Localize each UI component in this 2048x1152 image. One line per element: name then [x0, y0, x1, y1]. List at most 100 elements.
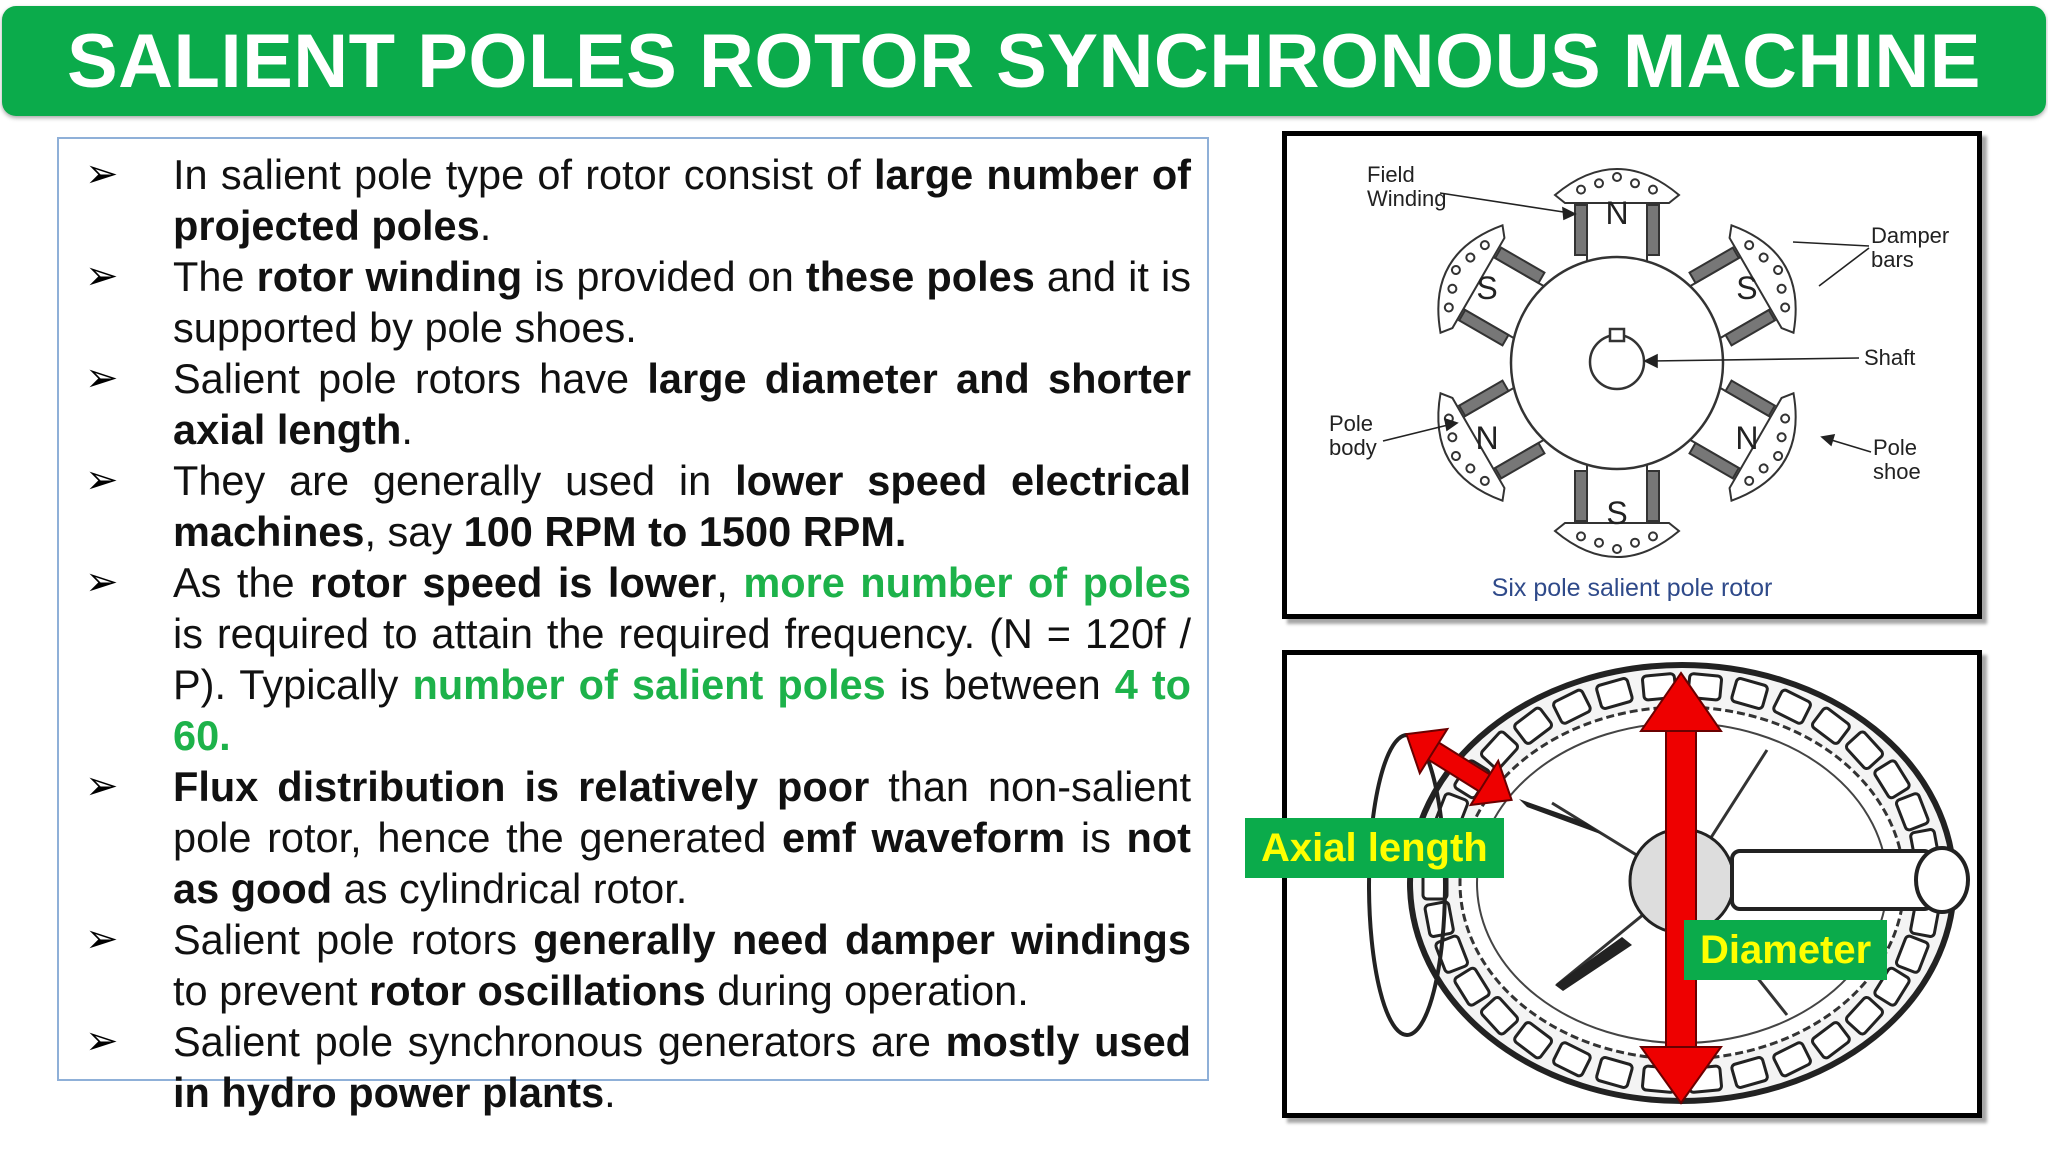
bullet-arrow-icon: ➢: [85, 763, 119, 809]
page-title: SALIENT POLES ROTOR SYNCHRONOUS MACHINE: [66, 18, 1981, 104]
bullet-text-run: ,: [716, 559, 744, 606]
bullet-text-run: .: [604, 1069, 616, 1116]
diagram-caption: Six pole salient pole rotor: [1492, 574, 1773, 602]
damper-leader-1: [1792, 241, 1870, 247]
bullet-text-run: The: [173, 253, 257, 300]
pole-body-label-2: body: [1329, 435, 1377, 460]
salient-pole: [1437, 223, 1547, 347]
pole-shoe-arrowhead: [1820, 433, 1836, 447]
bullet-arrow-icon: ➢: [85, 457, 119, 503]
rim-pole-segment: [1811, 1021, 1851, 1060]
bullet-text-run: is required to attain the required frequ…: [173, 610, 1191, 708]
bullet-arrow-icon: ➢: [85, 151, 119, 197]
rim-pole-segment: [1480, 730, 1519, 771]
pole-letter: N: [1605, 195, 1628, 231]
bullet-text-run: rotor winding: [256, 253, 523, 300]
bullet-arrow-icon: ➢: [85, 355, 119, 401]
pole-shoe-label-2: shoe: [1873, 459, 1921, 484]
rim-pole-segment: [1845, 730, 1884, 771]
pole-letter: N: [1735, 420, 1758, 456]
pole-letter: S: [1476, 270, 1497, 306]
bullet-text-run: during operation.: [705, 967, 1029, 1014]
salient-pole: [1553, 168, 1681, 264]
bullet-item: ➢As the rotor speed is lower, more numbe…: [75, 557, 1191, 761]
bullet-panel: ➢ In salient pole type of rotor consist o…: [57, 137, 1209, 1116]
shaft-label: Shaft: [1864, 345, 1915, 370]
bullet-text-run: As the: [173, 559, 311, 606]
bullet-item: ➢ They are generally used in lower speed …: [75, 455, 1191, 557]
damper-label-2: bars: [1871, 247, 1914, 272]
bullet-item: ➢ Flux distribution is relatively poor th…: [75, 761, 1191, 914]
diameter-arrow: [1639, 671, 1723, 1105]
shaft-key: [1588, 327, 1646, 391]
rim-pole-segment: [1895, 792, 1930, 832]
bullet-text-run: large number of projected poles: [173, 151, 1191, 249]
bullet-text-run: Salient pole rotors: [173, 916, 534, 963]
bullet-item: ➢Salient pole rotors generally need damp…: [75, 914, 1191, 1016]
bullet-text-run: than non-salient pole rotor, hence the g…: [173, 763, 1191, 861]
pole-shoe-leader: [1827, 438, 1872, 453]
shaft-arrowhead: [1643, 353, 1658, 369]
rotor-dimensions-drawing: [1367, 662, 1970, 1105]
field-winding-leader: [1439, 192, 1571, 214]
bullet-list: ➢ In salient pole type of rotor consist o…: [59, 139, 1207, 1118]
bullet-arrow-icon: ➢: [85, 1018, 119, 1064]
axial-length-label: Axial length: [1245, 818, 1504, 878]
bullet-text-run: 100 RPM to 1500 RPM.: [463, 508, 907, 555]
bullet-text-run: generally need damper windings: [533, 916, 1191, 963]
rim-pole-segment: [1480, 995, 1519, 1036]
rim-pole-segment: [1873, 759, 1911, 800]
rotor-dimensions-figure: [1282, 650, 1982, 1118]
bullet-text-run: as cylindrical rotor.: [332, 865, 688, 912]
pole-body-leader: [1382, 423, 1453, 442]
bullet-text-run: rotor oscillations: [369, 967, 706, 1014]
rim-pole-segment: [1730, 677, 1769, 710]
bullet-text-run: number of salient poles: [412, 661, 886, 708]
rim-pole-segment: [1552, 688, 1592, 725]
rim-pole-segment: [1552, 1041, 1592, 1078]
bullet-text-run: is: [1065, 814, 1127, 861]
title-banner: SALIENT POLES ROTOR SYNCHRONOUS MACHINE: [2, 6, 2046, 116]
bullet-text-run: more number of poles: [743, 559, 1191, 606]
bullet-text-run: lower speed electrical machines: [173, 457, 1192, 555]
bullet-text-run: In salient pole type of rotor consist of: [173, 151, 874, 198]
bullet-text-run: is between: [885, 661, 1115, 708]
pole-letter: S: [1736, 270, 1757, 306]
bullet-text-run: .: [479, 202, 492, 249]
rim-pole-segment: [1595, 677, 1634, 710]
bullet-text-run: these poles: [805, 253, 1035, 300]
bullet-text-run: They are generally used in: [173, 457, 736, 504]
pole-body-label-1: Pole: [1329, 411, 1373, 436]
bullet-item: ➢ The rotor winding is provided on these …: [75, 251, 1191, 353]
bullet-arrow-icon: ➢: [85, 253, 119, 299]
damper-leader-2: [1818, 247, 1870, 287]
bullet-text-run: , say: [364, 508, 464, 555]
rim-pole-segment: [1772, 1041, 1812, 1078]
pole-shoe-label-1: Pole: [1873, 435, 1917, 460]
bullet-item: ➢ Salient pole synchronous generators are…: [75, 1016, 1191, 1118]
bullet-text-run: emf waveform: [781, 814, 1066, 861]
bullet-text-run: Salient pole synchronous generators are: [173, 1018, 946, 1065]
pole-body-arrowhead: [1443, 417, 1459, 432]
axial-length-arrow: [1405, 727, 1513, 807]
bullet-text-run: .: [401, 406, 413, 453]
bullet-arrow-icon: ➢: [85, 559, 119, 605]
bullet-text-run: mostly used in hydro power plants: [173, 1018, 1191, 1116]
bullet-item: ➢Salient pole rotors have large diameter…: [75, 353, 1191, 455]
shaft-leader: [1650, 357, 1860, 362]
rim-pole-segment: [1811, 706, 1851, 745]
damper-label-1: Damper: [1871, 223, 1949, 248]
bullet-text-run: Flux distribution is relatively poor: [173, 763, 870, 810]
field-label-2: Winding: [1367, 186, 1446, 211]
bullet-text-run: not as good: [173, 814, 1191, 912]
bullet-text-run: Salient pole rotors have: [173, 355, 648, 402]
bullet-text-run: is provided on: [522, 253, 806, 300]
rim-pole-segment: [1895, 934, 1930, 974]
pole-letter: N: [1476, 420, 1499, 456]
bullet-text-run: and it is supported by pole shoes.: [173, 253, 1191, 351]
bullet-item: ➢ In salient pole type of rotor consist o…: [75, 149, 1191, 251]
field-winding-arrowhead: [1562, 206, 1577, 221]
pole-letter: S: [1606, 495, 1627, 531]
